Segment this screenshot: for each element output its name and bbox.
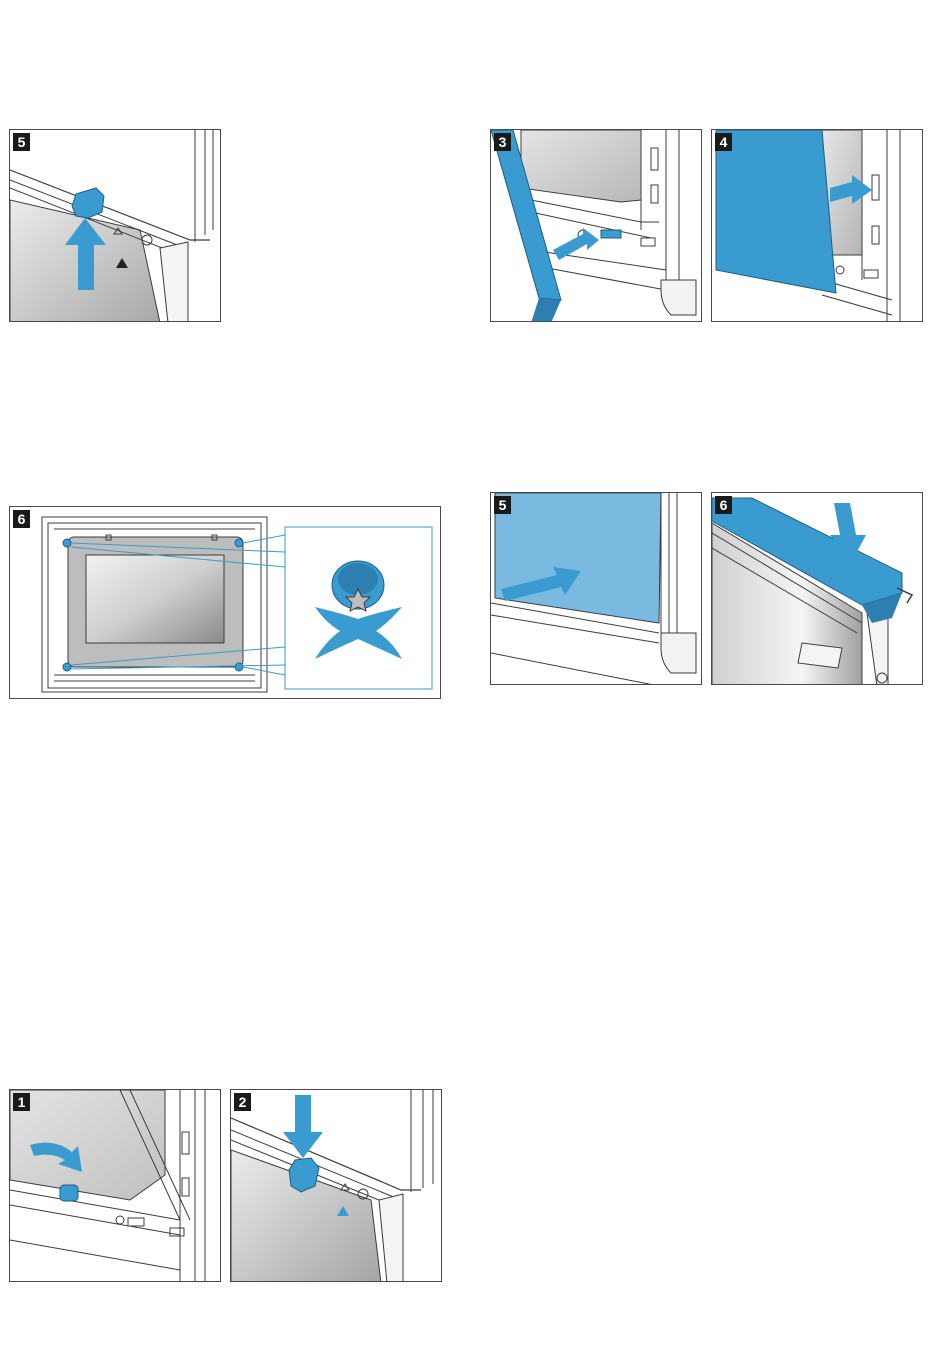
step-number-badge: 2: [234, 1093, 251, 1111]
step-number-badge: 6: [715, 496, 732, 514]
hinge-clip: [72, 188, 104, 218]
screw-top-right: [235, 539, 243, 547]
step-number-badge: 3: [494, 133, 511, 151]
hinge-press-diagram: [231, 1090, 442, 1282]
screw-top-left: [63, 539, 71, 547]
step-number-badge: 6: [13, 510, 30, 528]
glass-panel-slide-diagram: [491, 493, 702, 685]
door-screws-diagram: [10, 507, 441, 699]
step-number-badge: 5: [13, 133, 30, 151]
step-number-badge: 4: [715, 133, 732, 151]
illustration-step-2: 2: [230, 1089, 442, 1282]
glass-panel-push-diagram: [712, 130, 923, 322]
illustration-step-6-left: 6: [9, 506, 441, 699]
illustration-step-6-right: 6: [711, 492, 923, 685]
torx-screw-icon: [315, 561, 402, 659]
step-number-badge: 1: [13, 1093, 30, 1111]
arrow-right-icon: [553, 228, 599, 260]
illustration-step-3: 3: [490, 129, 702, 322]
screw-bottom-right: [235, 663, 243, 671]
glass-panel-insert-diagram: [491, 130, 702, 322]
door-hinge-diagram: [10, 130, 221, 322]
illustration-step-5-right: 5: [490, 492, 702, 685]
door-trim-diagram: [712, 493, 923, 685]
illustration-step-5-left: 5: [9, 129, 221, 322]
hinge-lever-diagram: [10, 1090, 221, 1282]
illustration-step-1: 1: [9, 1089, 221, 1282]
step-number-badge: 5: [494, 496, 511, 514]
illustration-step-4: 4: [711, 129, 923, 322]
screw-bottom-left: [63, 663, 71, 671]
arrow-down-icon: [283, 1095, 323, 1158]
